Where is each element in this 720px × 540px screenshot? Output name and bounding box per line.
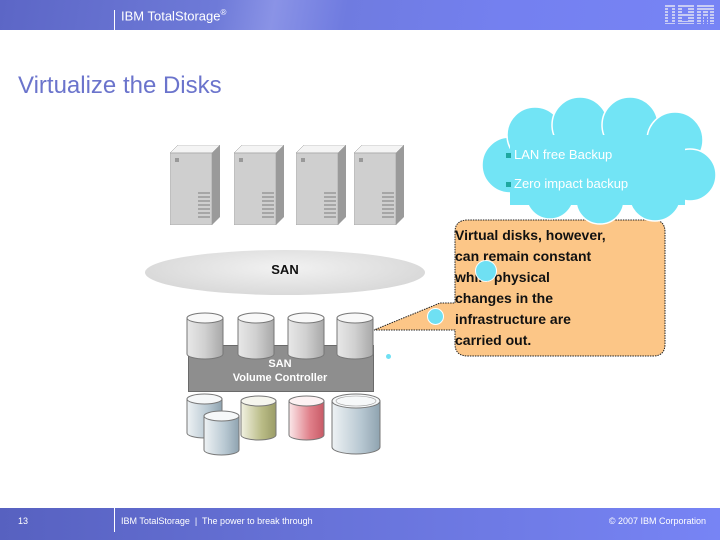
virtual-disk-icon bbox=[237, 312, 275, 360]
san-network-shape bbox=[145, 250, 425, 295]
thought-dot bbox=[475, 260, 497, 282]
bullet-icon bbox=[506, 182, 511, 188]
footer-tagline: IBM TotalStorage | The power to break th… bbox=[121, 516, 313, 526]
header-separator bbox=[114, 10, 115, 30]
virtual-disk-icon bbox=[186, 312, 224, 360]
physical-disk-icon bbox=[331, 393, 381, 455]
san-label: SAN bbox=[271, 262, 299, 277]
cloud-item: Zero impact backup bbox=[506, 176, 628, 191]
footer-copyright: © 2007 IBM Corporation bbox=[608, 516, 706, 526]
thought-dot bbox=[386, 354, 391, 359]
header-bar: IBM TotalStorage® bbox=[0, 0, 720, 30]
physical-disk-icon bbox=[203, 410, 240, 456]
physical-disk-icon bbox=[288, 395, 325, 441]
callout-bubble bbox=[373, 219, 666, 357]
bullet-icon bbox=[506, 153, 511, 159]
server-icon bbox=[234, 145, 284, 225]
server-icon bbox=[354, 145, 404, 225]
callout-text: Virtual disks, however, can remain const… bbox=[455, 227, 606, 348]
slide-title: Virtualize the Disks bbox=[18, 72, 222, 99]
page-number: 13 bbox=[18, 516, 29, 526]
virtual-disk-icon bbox=[336, 312, 374, 360]
cloud-item: LAN free Backup bbox=[506, 147, 612, 162]
footer-bar: 13 IBM TotalStorage | The power to break… bbox=[0, 508, 720, 540]
ibm-logo-icon bbox=[665, 5, 714, 24]
header-brand: IBM TotalStorage® bbox=[121, 8, 227, 24]
thought-dot bbox=[427, 308, 444, 325]
server-icon bbox=[296, 145, 346, 225]
physical-disk-icon bbox=[240, 395, 277, 441]
volume-controller-label: SAN Volume Controller bbox=[232, 358, 328, 384]
cloud-shape bbox=[481, 96, 717, 225]
virtual-disk-icon bbox=[287, 312, 325, 360]
footer-separator bbox=[114, 508, 115, 532]
server-icon bbox=[170, 145, 220, 225]
